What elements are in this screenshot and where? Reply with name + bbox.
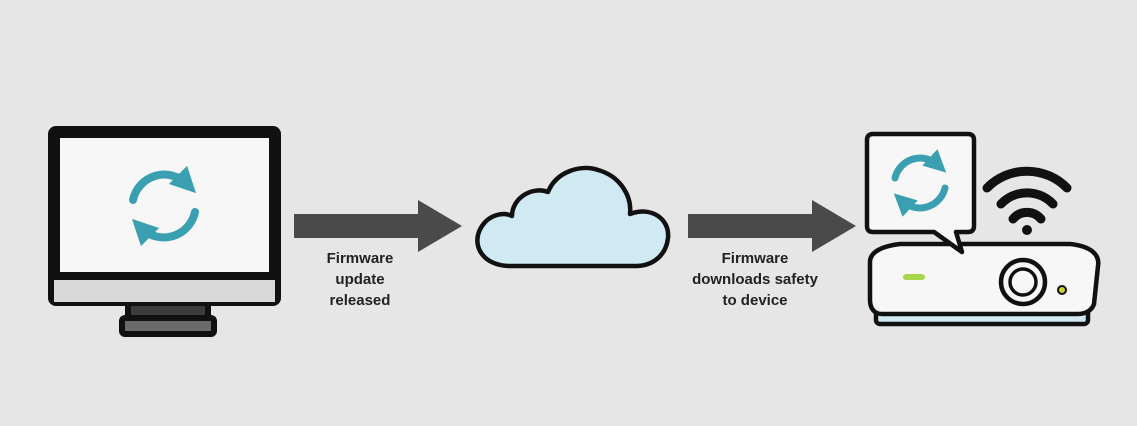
caption-line: downloads safety <box>692 271 818 288</box>
caption-firmware-update-released: Firmware update released <box>300 248 420 311</box>
caption-line: to device <box>722 292 788 309</box>
arrow-right-icon <box>294 200 462 252</box>
caption-line: released <box>329 292 391 309</box>
refresh-icon <box>129 165 199 247</box>
speech-bubble-icon <box>864 131 977 255</box>
cloud-icon <box>475 165 671 269</box>
caption-firmware-downloads: Firmware downloads safety to device <box>680 248 830 311</box>
monitor-icon <box>48 126 281 337</box>
wifi-icon <box>982 166 1072 235</box>
refresh-icon <box>891 149 949 217</box>
projector-icon <box>867 241 1101 327</box>
arrow-right-icon <box>688 200 856 252</box>
caption-line: update <box>335 271 385 288</box>
caption-line: Firmware <box>721 250 789 267</box>
caption-line: Firmware <box>326 250 394 267</box>
